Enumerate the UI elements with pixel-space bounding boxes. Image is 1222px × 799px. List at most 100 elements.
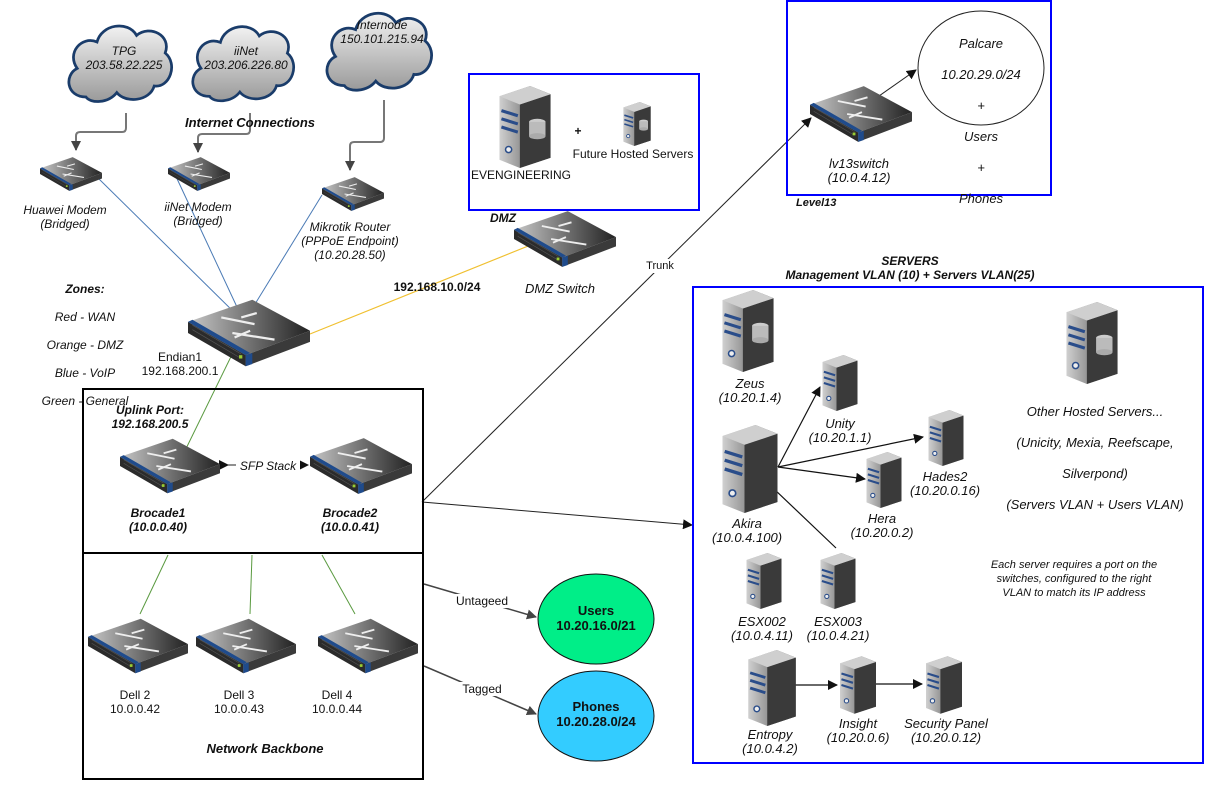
internet-connections-title: Internet Connections [184,115,315,130]
evengineering-label: EVENGINEERING [470,168,572,182]
zones-legend: Zones: Red - WAN Orange - DMZ Blue - VoI… [30,268,140,408]
switch-ip: 10.0.0.44 [311,702,363,716]
vlan-name: Phones [572,699,620,714]
switch-name: lv13switch [829,156,889,171]
server-name: Entropy [747,727,793,742]
ellipse-line: + [977,159,985,175]
sfp-stack-label: SFP Stack [236,459,300,473]
trunk-label: Trunk [640,259,680,273]
modem-sub: (Bridged) [40,217,90,231]
dell-links [139,554,356,615]
iinet-modem-label: iiNet Modem(Bridged) [148,200,248,228]
esx002-label: ESX002(10.0.4.11) [724,615,800,643]
dmz-subnet-label: 192.168.10.0/24 [393,280,481,294]
hera-label: Hera(10.20.0.2) [842,512,922,540]
uplink-ip: 192.168.200.5 [111,417,189,431]
server-ip: (10.20.0.2) [850,525,914,540]
security-panel-label: Security Panel(10.20.0.12) [896,717,996,745]
server-ip: (10.0.4.2) [742,741,798,756]
server-ip: (10.20.0.12) [910,730,982,745]
akira-unity-link [777,386,821,468]
dmz-switch-label: DMZ Switch [524,281,596,296]
other-hosted-line: (Servers VLAN + Users VLAN) [1006,496,1184,512]
switch-name: Dell 4 [321,688,353,702]
server-name: ESX003 [814,614,862,629]
backbone-lower-box [82,552,424,780]
zones-title: Zones: [65,282,105,296]
mikrotik-router-icon [322,176,384,212]
dmz-link [309,232,559,335]
akira-label: Akira(10.0.4.100) [702,517,792,545]
akira-hades2-link [777,433,924,468]
zeus-label: Zeus(10.20.1.4) [705,377,795,405]
server-name: Akira [732,516,762,531]
dmz-group-label: DMZ [490,211,516,225]
server-ip: (10.20.1.4) [718,390,782,405]
zone-item: Orange - DMZ [46,338,124,352]
dmz-group-box [468,73,700,211]
akira-hera-link [777,466,866,483]
modem-ip: (10.20.28.50) [314,248,386,262]
esx003-label: ESX003(10.0.4.21) [800,615,876,643]
other-hosted-servers-label: Other Hosted Servers... (Unicity, Mexia,… [990,388,1200,512]
uplink-port-label: Uplink Port:192.168.200.5 [100,403,200,431]
switch-ip: (10.0.0.40) [128,520,188,534]
other-hosted-line: Other Hosted Servers... [1026,403,1164,419]
servers-group-box [692,286,1204,764]
untagged-label: Untageed [452,594,512,608]
server-ip: (10.0.4.21) [806,628,870,643]
unity-label: Unity(10.20.1.1) [800,417,880,445]
server-ip: (10.20.0.16) [909,483,981,498]
mikrotik-router-label: Mikrotik Router(PPPoE Endpoint)(10.20.28… [290,220,410,262]
servers-link [421,501,693,530]
cloud-ip: 203.206.226.80 [204,58,288,72]
iinet-modem-icon [168,156,230,192]
future-hosted-label: Future Hosted Servers [572,147,694,161]
internode-link [345,100,385,171]
users-vlan-ellipse [537,573,655,665]
modem-sub: (Bridged) [173,214,223,228]
palcare-label: Palcare 10.20.29.0/24 + Users + Phones [921,20,1041,206]
ellipse-line: Palcare [958,35,1004,51]
dmz-switch-icon [514,209,616,269]
server-port-note: Each server requires a port on the switc… [990,559,1158,599]
server-name: Insight [838,716,878,731]
vlan-name: Users [577,603,615,618]
modem-name: Huawei Modem [23,203,107,217]
entropy-label: Entropy(10.0.4.2) [730,728,810,756]
switch-ip: 10.0.0.42 [109,702,161,716]
wan-links [97,167,323,323]
switch-name: Brocade1 [130,506,186,520]
ellipse-line: 10.20.29.0/24 [941,66,1021,82]
servers-subheading: Management VLAN (10) + Servers VLAN(25) [785,268,1035,282]
phones-vlan-ellipse [537,670,655,762]
other-hosted-line: (Unicity, Mexia, Reefscape, [1016,434,1174,450]
servers-heading: SERVERS [881,254,939,268]
server-name: Hera [867,511,897,526]
vlan-subnet: 10.20.28.0/24 [556,714,636,729]
cloud-ip: 203.58.22.225 [85,58,163,72]
zone-item: Blue - VoIP [54,366,116,380]
lv13switch-label: lv13switch(10.0.4.12) [804,157,914,185]
huawei-modem-label: Huawei Modem(Bridged) [10,203,120,231]
insight-label: Insight(10.20.0.6) [818,717,898,745]
server-name: Security Panel [904,716,988,731]
switch-name: Dell 2 [119,688,151,702]
level13-group-box [786,0,1052,196]
switch-name: Dell 3 [223,688,255,702]
zone-item: Red - WAN [54,310,116,324]
uplink-title: Uplink Port: [116,403,184,417]
server-ip: (10.20.1.1) [808,430,872,445]
huawei-modem-icon [40,156,102,192]
level13-group-label: Level13 [796,197,837,209]
brocade2-label: Brocade2(10.0.0.41) [310,506,390,534]
hades2-label: Hades2(10.20.0.16) [902,470,988,498]
